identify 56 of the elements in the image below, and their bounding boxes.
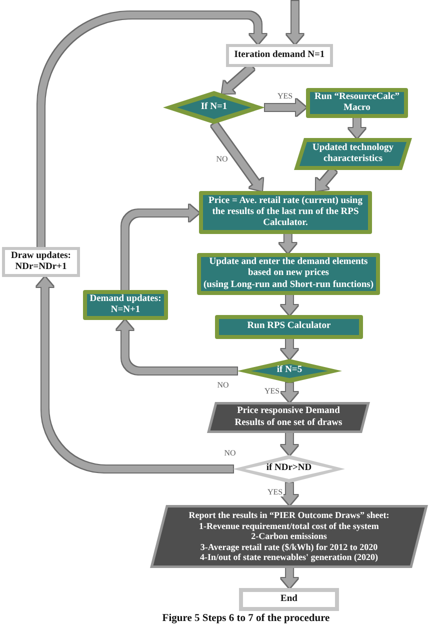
block-arrow xyxy=(280,433,298,455)
step-text: Update and enter the demand elements based on new prices xyxy=(208,257,369,280)
process-box xyxy=(306,88,408,118)
edge-label: YES xyxy=(263,386,281,396)
process-box xyxy=(197,253,380,295)
block-arrow xyxy=(279,234,296,253)
edge-label: NO xyxy=(223,448,237,458)
process-box xyxy=(83,290,168,320)
block-arrow xyxy=(281,568,298,588)
edge-label: NO xyxy=(216,380,230,390)
step-text: Run “ResourceCalc” Macro xyxy=(313,92,401,114)
block-arrow xyxy=(122,204,199,290)
decision-diamond xyxy=(163,91,265,124)
step-text: (using Long-run and Short-run functions) xyxy=(204,280,374,291)
process-box xyxy=(2,247,80,277)
condition-text: If N=1 xyxy=(200,102,228,113)
block-arrow xyxy=(36,277,233,472)
step-text: 3-Average retail rate ($/kWh) for 2012 to 2020 xyxy=(200,542,378,552)
data-parallelogram xyxy=(150,505,428,568)
block-arrow xyxy=(38,12,266,247)
block-arrow xyxy=(313,168,337,194)
process-box xyxy=(226,44,333,67)
step-text: End xyxy=(280,594,298,605)
step-text: Draw updates: NDr=NDr+1 xyxy=(10,250,72,274)
step-text: 2-Carbon emissions xyxy=(251,531,327,542)
step-text: Report the results in “PIER Outcome Draws” sheet: xyxy=(188,510,390,521)
step-text: Run RPS Calculator xyxy=(247,321,331,332)
block-arrow xyxy=(281,339,298,359)
step-text: Iteration demand N=1 xyxy=(234,50,325,61)
step-text: 4-In/out of state renewables' generation (2020) xyxy=(200,552,378,563)
process-box xyxy=(239,588,339,611)
condition-text: if NDr>ND xyxy=(266,463,312,474)
step-text: 1-Revenue requirement/total cost of the system xyxy=(199,520,379,532)
block-arrow xyxy=(281,482,298,506)
data-parallelogram xyxy=(294,138,412,170)
block-arrow xyxy=(281,295,298,315)
block-arrow xyxy=(281,383,298,402)
process-box xyxy=(199,191,372,234)
block-arrow xyxy=(211,122,265,194)
edge-label: YES xyxy=(276,92,294,100)
condition-text: if N=5 xyxy=(276,365,302,376)
process-box xyxy=(215,315,363,339)
block-arrow xyxy=(286,1,304,44)
figure-caption: Figure 5 Steps 6 to 7 of the procedure xyxy=(162,613,330,625)
step-text: Demand updates: N=N+1 xyxy=(89,294,162,316)
step-text: Price responsive Demand Results of one set of draws xyxy=(234,406,344,429)
step-text: Updated technology characteristics xyxy=(311,142,395,166)
step-text: Price = Ave. retail rate (current) using the results of the last run of the RPS Calculator. xyxy=(208,196,364,230)
decision-diamond xyxy=(233,455,345,483)
decision-diamond xyxy=(237,359,342,383)
data-parallelogram xyxy=(207,402,370,433)
block-arrow xyxy=(265,99,306,116)
block-arrow xyxy=(348,118,366,138)
edge-label: YES xyxy=(266,488,284,496)
block-arrow xyxy=(116,320,237,374)
edge-label: NO xyxy=(215,154,229,164)
